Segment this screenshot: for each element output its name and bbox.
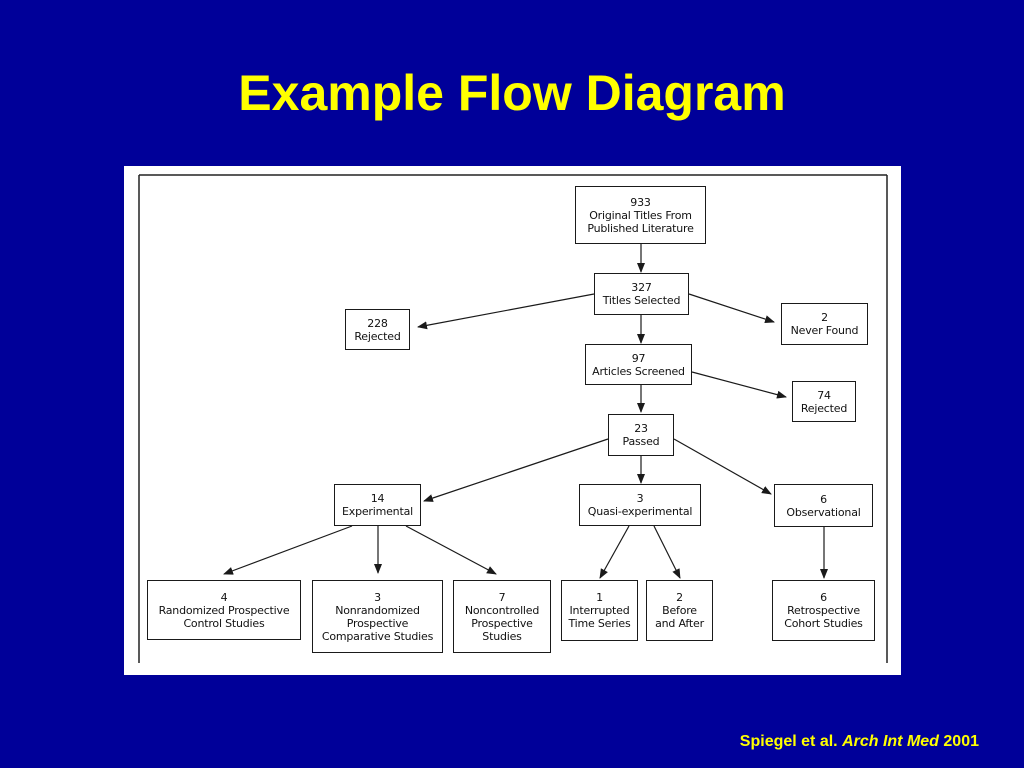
edge-experimental-noncontrolled: [405, 525, 497, 575]
citation-year: 2001: [943, 733, 979, 750]
slide-title: Example Flow Diagram: [238, 65, 786, 121]
edge-experimental-randomized: [223, 525, 353, 575]
edge-screened-rejected74: [691, 371, 787, 399]
edge-selected-neverfound: [688, 293, 775, 323]
diagram-edges: [138, 174, 888, 663]
edge-quasi-interrupted: [599, 525, 630, 579]
citation: Spiegel et al. Arch Int Med 2001: [740, 733, 979, 751]
citation-authors: Spiegel et al.: [739, 733, 838, 750]
edge-selected-rejected228: [417, 293, 595, 330]
citation-journal: Arch Int Med: [842, 733, 939, 750]
edge-quasi-beforeafter: [653, 525, 681, 579]
edge-passed-observational: [673, 438, 772, 495]
edge-passed-experimental: [423, 438, 609, 502]
